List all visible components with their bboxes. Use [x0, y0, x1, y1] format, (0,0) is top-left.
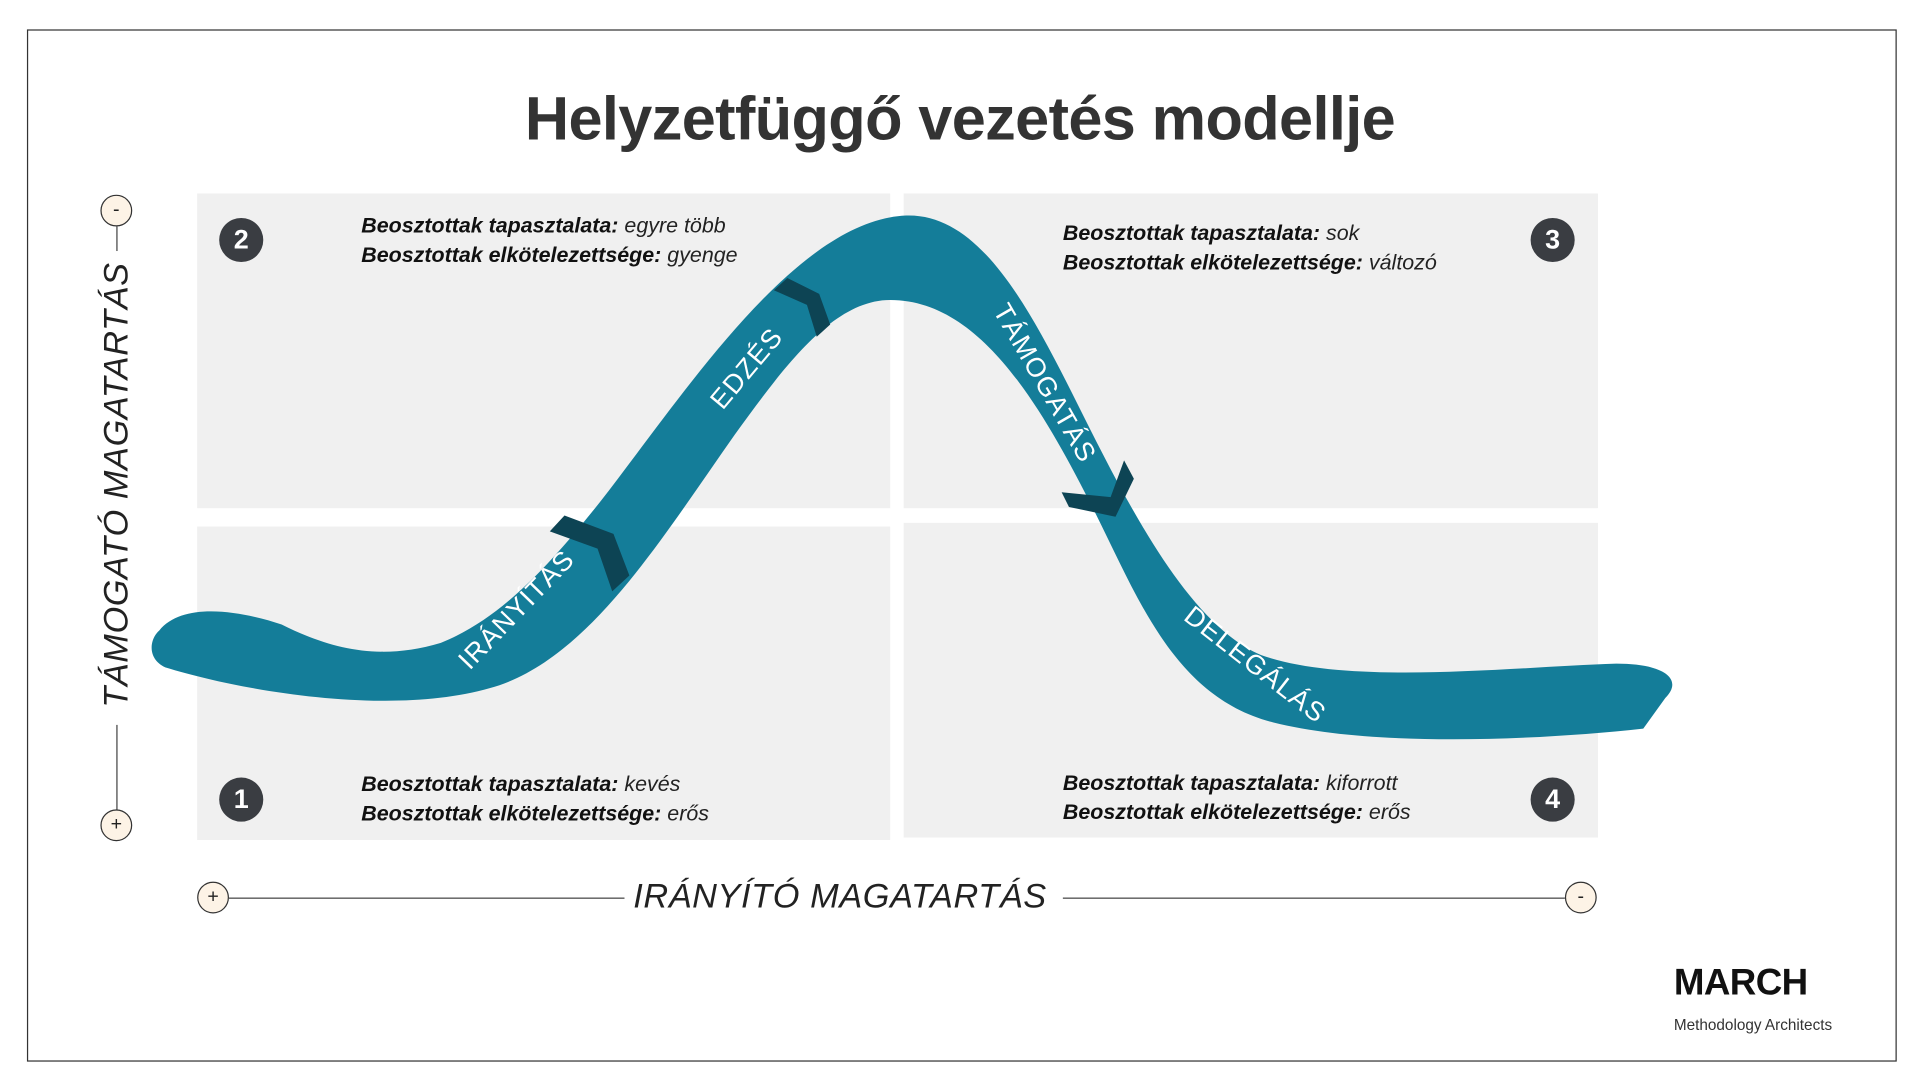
x-axis-line-right	[1062, 897, 1565, 899]
chevron-edzes	[773, 277, 831, 337]
quadrant-2-text: Beosztottak tapasztalata: egyre több Beo…	[361, 211, 737, 270]
commitment-label: Beosztottak elkötelezettsége:	[361, 800, 662, 826]
experience-value: kevés	[624, 771, 681, 796]
quadrant-badge-3: 3	[1530, 217, 1575, 263]
commitment-value: erős	[1368, 799, 1411, 825]
experience-value: sok	[1326, 220, 1360, 245]
x-axis-line-left	[228, 897, 625, 899]
x-axis-plus-marker: +	[197, 881, 229, 914]
commitment-label: Beosztottak elkötelezettsége:	[361, 242, 662, 267]
experience-value: kiforrott	[1326, 770, 1398, 795]
quadrant-3-text: Beosztottak tapasztalata: sok Beosztotta…	[1063, 218, 1437, 277]
commitment-value: erős	[667, 800, 709, 826]
page-title: Helyzetfüggő vezetés modellje	[524, 84, 1396, 154]
y-axis-line-bottom	[116, 724, 118, 811]
commitment-value: változó	[1368, 249, 1437, 275]
experience-label: Beosztottak tapasztalata:	[1062, 220, 1321, 245]
commitment-label: Beosztottak elkötelezettsége:	[1062, 799, 1363, 825]
x-axis-label: IRÁNYÍTÓ MAGATARTÁS	[633, 876, 1047, 915]
chevron-iranyitas	[549, 515, 630, 592]
y-axis-plus-marker: +	[100, 809, 133, 842]
experience-value: egyre több	[624, 213, 726, 238]
commitment-value: gyenge	[667, 242, 738, 267]
quadrant-badge-2: 2	[219, 217, 264, 263]
logo-wordmark: MARCH	[1673, 962, 1808, 1003]
experience-label: Beosztottak tapasztalata:	[1062, 770, 1321, 795]
ribbon-path	[151, 215, 1673, 740]
quadrant-badge-4: 4	[1530, 777, 1575, 822]
y-axis-label: TÁMOGATÓ MAGATARTÁS	[96, 262, 135, 708]
chevron-tamogatas	[1061, 460, 1134, 517]
experience-label: Beosztottak tapasztalata:	[361, 213, 619, 238]
quadrant-badge-1: 1	[219, 777, 264, 822]
quadrant-1-text: Beosztottak tapasztalata: kevés Beosztot…	[361, 769, 709, 828]
y-axis-line-top	[116, 226, 118, 252]
commitment-label: Beosztottak elkötelezettsége:	[1062, 249, 1363, 275]
experience-label: Beosztottak tapasztalata:	[361, 771, 619, 796]
x-axis-minus-marker: -	[1564, 881, 1597, 914]
logo-tagline: Methodology Architects	[1673, 1016, 1833, 1034]
march-logo: MARCH	[1674, 962, 1808, 1004]
quadrant-4-text: Beosztottak tapasztalata: kiforrott Beos…	[1063, 768, 1411, 827]
frame-border	[26, 29, 1897, 1062]
y-axis-minus-marker: -	[100, 194, 133, 227]
